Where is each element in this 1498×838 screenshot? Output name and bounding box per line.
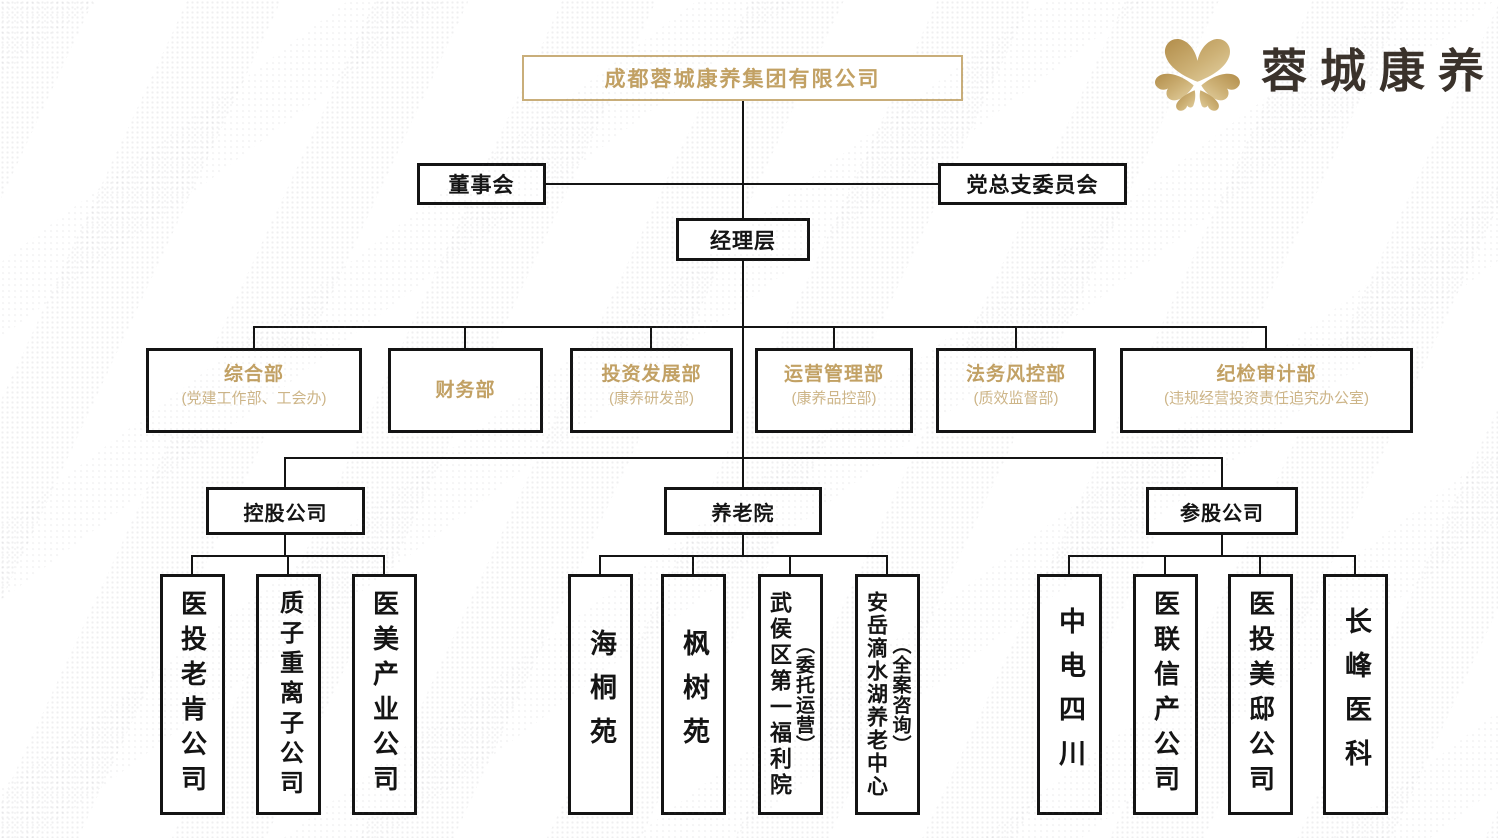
subsidiary-name: 医美产业公司	[369, 589, 400, 800]
subsidiary-name: 医投美邸公司	[1245, 589, 1276, 800]
dept-box-general-affairs: 综合部 (党建工作部、工会办)	[146, 348, 362, 433]
org-root-box: 成都蓉城康养集团有限公司	[522, 55, 963, 101]
subsidiary-name: 海桐苑	[586, 628, 616, 761]
dept-title: 财务部	[435, 379, 496, 401]
subsidiary-name: 武侯区第一福利院	[767, 590, 792, 799]
subsidiary-box: 海桐苑	[568, 574, 633, 815]
org-root-label: 成都蓉城康养集团有限公司	[604, 68, 881, 91]
subsidiary-box: 武侯区第一福利院 （委托运营）	[758, 574, 823, 815]
dept-box-legal-risk-control: 法务风控部 (质效监督部)	[936, 348, 1096, 433]
management-label: 经理层	[710, 229, 776, 253]
dept-note: (违规经营投资责任追究办公室)	[1164, 389, 1369, 407]
subsidiary-name: 中电四川	[1055, 606, 1085, 783]
party-committee-box: 党总支委员会	[938, 163, 1127, 205]
subsidiary-note: （委托运营）	[793, 634, 814, 755]
subsidiary-name: 医联信产公司	[1150, 589, 1181, 800]
subsidiary-name: 安岳滴水湖养老中心	[864, 591, 888, 798]
subsidiary-box: 安岳滴水湖养老中心 （全案咨询）	[855, 574, 920, 815]
party-committee-label: 党总支委员会	[966, 174, 1099, 197]
dept-note: (党建工作部、工会办)	[181, 389, 327, 407]
dept-box-discipline-audit: 纪检审计部 (违规经营投资责任追究办公室)	[1120, 348, 1413, 433]
subsidiary-box: 中电四川	[1037, 574, 1102, 815]
subsidiary-box: 长峰医科	[1323, 574, 1388, 815]
dept-note: (康养品控部)	[791, 389, 877, 407]
dept-title: 纪检审计部	[1216, 363, 1317, 385]
subsidiary-box: 质子重离子公司	[256, 574, 321, 815]
group-label: 养老院	[711, 502, 775, 525]
brand-logo: 蓉城康养	[1150, 22, 1497, 113]
subsidiary-name: 长峰医科	[1341, 606, 1371, 783]
flower-icon	[1155, 38, 1240, 111]
dept-note: (质效监督部)	[973, 389, 1059, 407]
subsidiary-box: 医投美邸公司	[1228, 574, 1293, 815]
group-label: 控股公司	[243, 502, 328, 525]
board-label: 董事会	[448, 174, 515, 197]
dept-title: 法务风控部	[965, 363, 1066, 385]
dept-note: (康养研发部)	[609, 389, 694, 407]
group-box-nursing-homes: 养老院	[664, 487, 822, 535]
dept-box-operations-management: 运营管理部 (康养品控部)	[755, 348, 913, 433]
subsidiary-name: 枫树苑	[679, 628, 709, 761]
dept-title: 综合部	[223, 363, 284, 385]
subsidiary-name: 质子重离子公司	[275, 589, 303, 800]
board-box: 董事会	[417, 163, 546, 205]
group-box-holding-companies: 控股公司	[206, 487, 365, 535]
dept-box-finance: 财务部	[388, 348, 543, 433]
subsidiary-box: 医投老肯公司	[160, 574, 225, 815]
management-box: 经理层	[676, 218, 810, 261]
group-label: 参股公司	[1180, 502, 1264, 525]
subsidiary-box: 枫树苑	[661, 574, 726, 815]
group-box-equity-companies: 参股公司	[1146, 487, 1298, 535]
connector-line-group	[191, 101, 1356, 575]
subsidiary-box: 医联信产公司	[1133, 574, 1198, 815]
dept-title: 投资发展部	[601, 363, 702, 385]
subsidiary-name: 医投老肯公司	[177, 589, 208, 800]
dept-box-investment-development: 投资发展部 (康养研发部)	[570, 348, 733, 433]
brand-name: 蓉城康养	[1261, 43, 1497, 98]
dept-title: 运营管理部	[783, 363, 884, 385]
subsidiary-note: （全案咨询）	[889, 634, 911, 755]
subsidiary-box: 医美产业公司	[352, 574, 417, 815]
